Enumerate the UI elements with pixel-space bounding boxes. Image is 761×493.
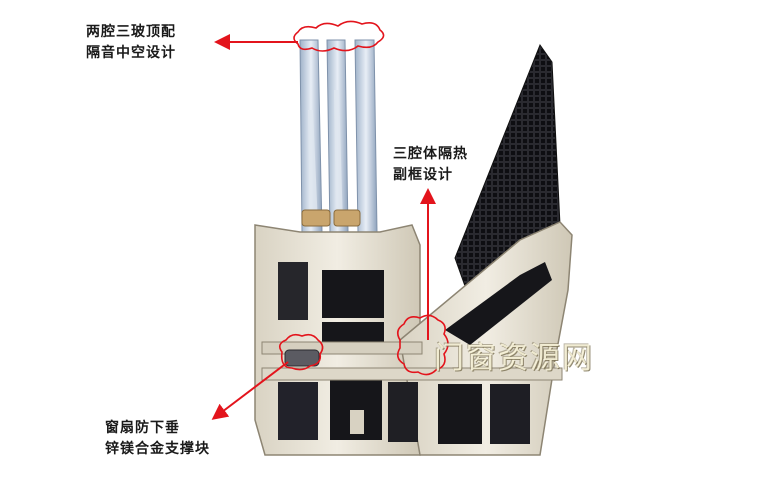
- support-label-line2: 锌镁合金支撑块: [105, 441, 210, 457]
- glass-label-line2: 隔音中空设计: [86, 45, 176, 61]
- frame-label-line2: 副框设计: [393, 167, 453, 183]
- glass-spacers: [301, 209, 361, 227]
- frame-label-line1: 三腔体隔热: [393, 146, 468, 162]
- support-highlight-cloud: [278, 333, 324, 371]
- aluminum-profile: [254, 221, 573, 456]
- support-feature-label: 窗扇防下垂 锌镁合金支撑块: [105, 418, 210, 460]
- triple-glass-panes: [299, 39, 378, 233]
- frame-feature-label: 三腔体隔热 副框设计: [393, 144, 468, 186]
- watermark-text: 门窗资源网: [434, 341, 594, 376]
- glass-highlight-cloud: [293, 20, 385, 52]
- glass-label-line1: 两腔三玻顶配: [86, 24, 176, 40]
- arrow-support: [211, 361, 289, 420]
- glass-feature-label: 两腔三玻顶配 隔音中空设计: [86, 22, 176, 64]
- frame-highlight-cloud: [396, 314, 449, 376]
- support-label-line1: 窗扇防下垂: [105, 420, 180, 436]
